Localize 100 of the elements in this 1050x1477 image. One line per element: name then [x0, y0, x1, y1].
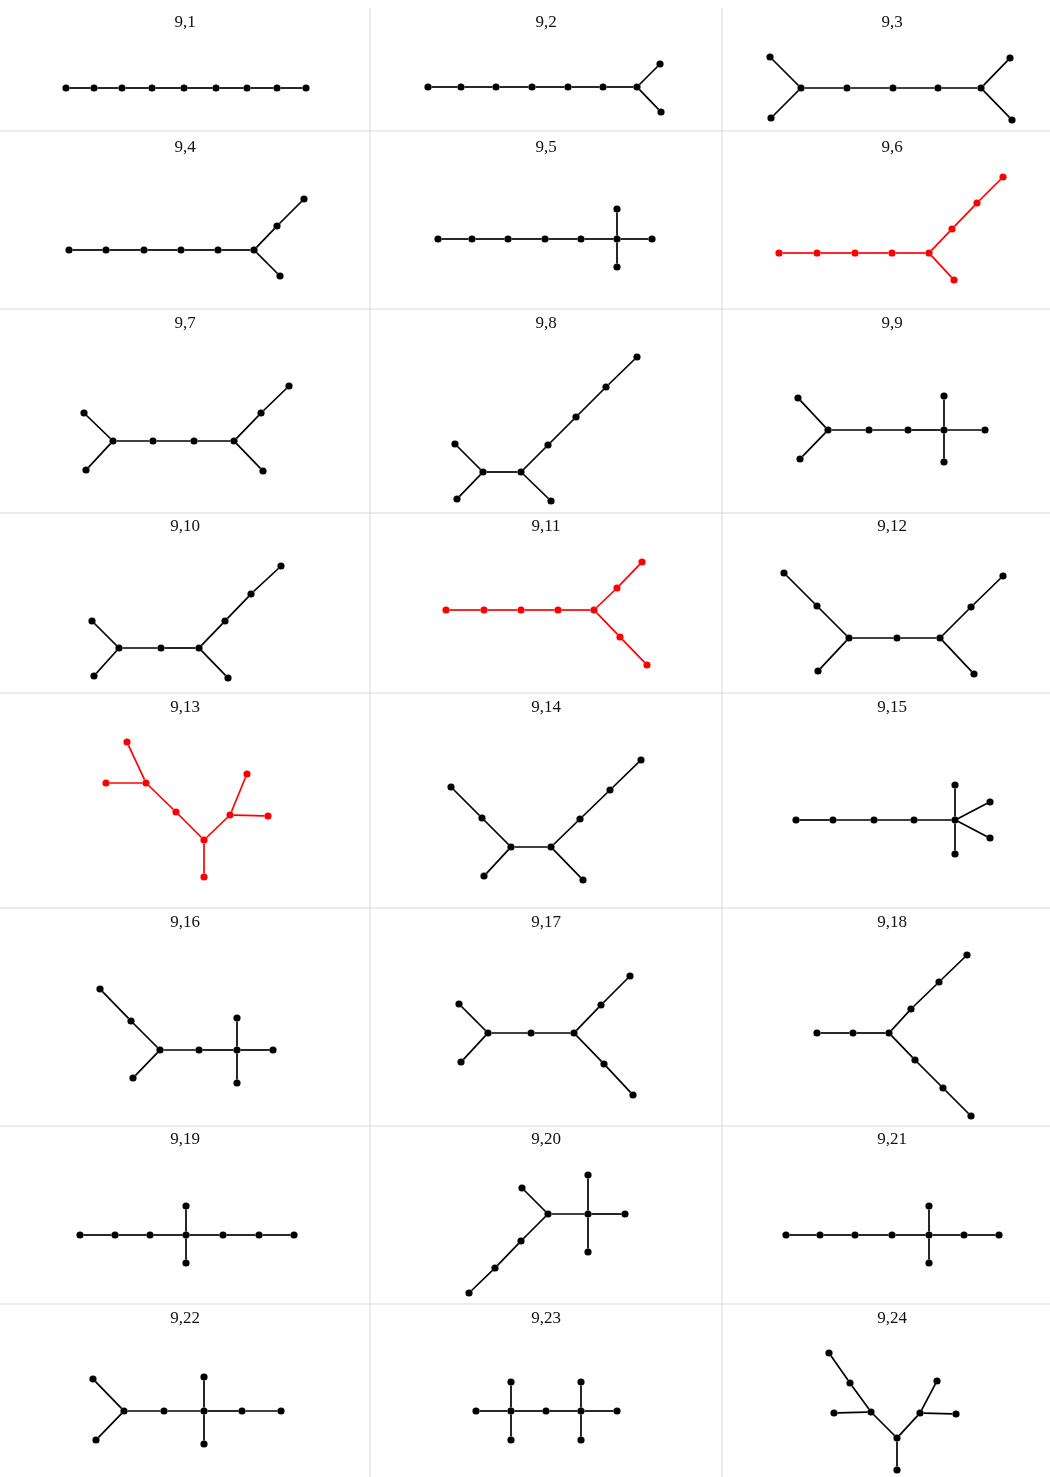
graph-edge: [121, 647, 159, 649]
graph-edge: [87, 442, 112, 469]
graph-number-label: 9,14: [531, 697, 561, 717]
vertex-dot: [507, 1436, 515, 1444]
vertex-dot: [829, 816, 837, 824]
graph-edge: [616, 211, 618, 237]
graph-edge: [510, 1413, 512, 1438]
vertex-dot: [160, 1407, 168, 1415]
graph-edge: [587, 1177, 589, 1212]
graph-edge: [940, 87, 979, 89]
vertex-dot: [648, 235, 656, 243]
graph-edge: [470, 1269, 494, 1292]
graph-number-label: 9,12: [877, 516, 907, 536]
vertex-dot: [986, 798, 994, 806]
vertex-dot: [226, 811, 234, 819]
graph-edge: [930, 230, 951, 252]
graph-edge: [93, 622, 118, 647]
graph-edge: [822, 1234, 853, 1236]
vertex-dot: [148, 84, 156, 92]
vertex-dot: [149, 437, 157, 445]
graph-edge: [570, 86, 601, 88]
vertex-dot: [813, 249, 821, 257]
graph-edge: [490, 1032, 529, 1034]
vertex-dot: [916, 1409, 924, 1417]
vertex-dot: [888, 249, 896, 257]
vertex-dot: [613, 235, 621, 243]
vertex-dot: [657, 108, 665, 116]
graph-edge: [244, 1410, 279, 1412]
vertex-dot: [507, 843, 515, 851]
vertex-dot: [600, 1060, 608, 1068]
vertex-dot: [637, 756, 645, 764]
vertex-dot: [584, 1210, 592, 1218]
vertex-dot: [479, 468, 487, 476]
vertex-dot: [775, 249, 783, 257]
vertex-dot: [484, 1029, 492, 1037]
vertex-dot: [936, 634, 944, 642]
graph-number-label: 9,24: [877, 1308, 907, 1328]
graph-edge: [162, 1049, 197, 1051]
graph-edge: [262, 387, 288, 412]
graph-edge: [896, 1440, 898, 1468]
vertex-dot: [123, 738, 131, 746]
vertex-dot: [579, 876, 587, 884]
graph-edge: [252, 567, 280, 593]
vertex-dot: [925, 1231, 933, 1239]
graph-edge: [803, 87, 845, 89]
vertex-dot: [172, 808, 180, 816]
vertex-dot: [656, 60, 664, 68]
vertex-dot: [967, 603, 975, 611]
graph-edge: [522, 446, 547, 471]
vertex-dot: [554, 606, 562, 614]
vertex-dot: [142, 779, 150, 787]
vertex-dot: [934, 84, 942, 92]
graph-edge: [474, 238, 506, 240]
graph-number-label: 9,13: [170, 697, 200, 717]
vertex-dot: [995, 1231, 1003, 1239]
vertex-dot: [1006, 54, 1014, 62]
vertex-dot: [285, 382, 293, 390]
vertex-dot: [527, 1029, 535, 1037]
graph-edge: [916, 1061, 942, 1087]
graph-edge: [85, 414, 112, 440]
graph-edge: [134, 1051, 159, 1077]
vertex-dot: [465, 1289, 473, 1297]
graph-edge: [117, 1234, 148, 1236]
vertex-dot: [597, 1001, 605, 1009]
vertex-dot: [156, 1046, 164, 1054]
graph-edge: [534, 86, 566, 88]
vertex-dot: [849, 1029, 857, 1037]
vertex-dot: [146, 1231, 154, 1239]
graph-edge: [930, 254, 953, 279]
graph-edge: [583, 238, 615, 240]
graph-edge: [552, 820, 579, 846]
graph-edge: [458, 473, 482, 498]
graph-number-label: 9,21: [877, 1129, 907, 1149]
vertex-dot: [767, 114, 775, 122]
vertex-dot: [606, 786, 614, 794]
vertex-dot: [92, 1436, 100, 1444]
vertex-dot: [846, 1379, 854, 1387]
vertex-dot: [584, 1171, 592, 1179]
graph-edge: [205, 816, 229, 839]
vertex-dot: [507, 1407, 515, 1415]
graph-edge: [560, 609, 592, 611]
graph-edge: [71, 249, 104, 251]
vertex-dot: [904, 426, 912, 434]
vertex-dot: [613, 263, 621, 271]
graph-edge: [126, 1410, 162, 1412]
graph-edge: [547, 238, 579, 240]
graph-edge: [430, 86, 459, 88]
vertex-dot: [182, 1202, 190, 1210]
vertex-dot: [65, 246, 73, 254]
vertex-dot: [564, 83, 572, 91]
graph-edge: [928, 1237, 930, 1261]
vertex-dot: [259, 467, 267, 475]
graph-edge: [163, 647, 197, 649]
graph-edge: [575, 1006, 600, 1032]
graph-edge: [177, 813, 203, 839]
graph-edge: [894, 252, 927, 254]
vertex-dot: [182, 1231, 190, 1239]
graph-edge: [788, 1234, 818, 1236]
vertex-dot: [224, 674, 232, 682]
vertex-dot: [257, 409, 265, 417]
